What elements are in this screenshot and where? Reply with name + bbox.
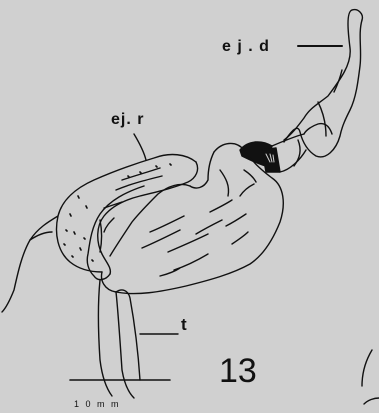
label-leader-ejr (134, 134, 146, 160)
ejaculatory-reservoir-outline (57, 155, 198, 280)
label-t: t (181, 315, 187, 335)
label-ejaculatory-duct: e j . d (222, 38, 270, 56)
figure-number: 13 (219, 352, 257, 391)
ejaculatory-duct-outline (284, 10, 362, 157)
label-ejaculatory-reservoir: ej. r (111, 111, 144, 129)
connecting-tube (272, 124, 332, 172)
scale-label: 1 0 m m (74, 399, 121, 409)
edge-fragments (362, 350, 379, 404)
left-flap (2, 216, 58, 312)
